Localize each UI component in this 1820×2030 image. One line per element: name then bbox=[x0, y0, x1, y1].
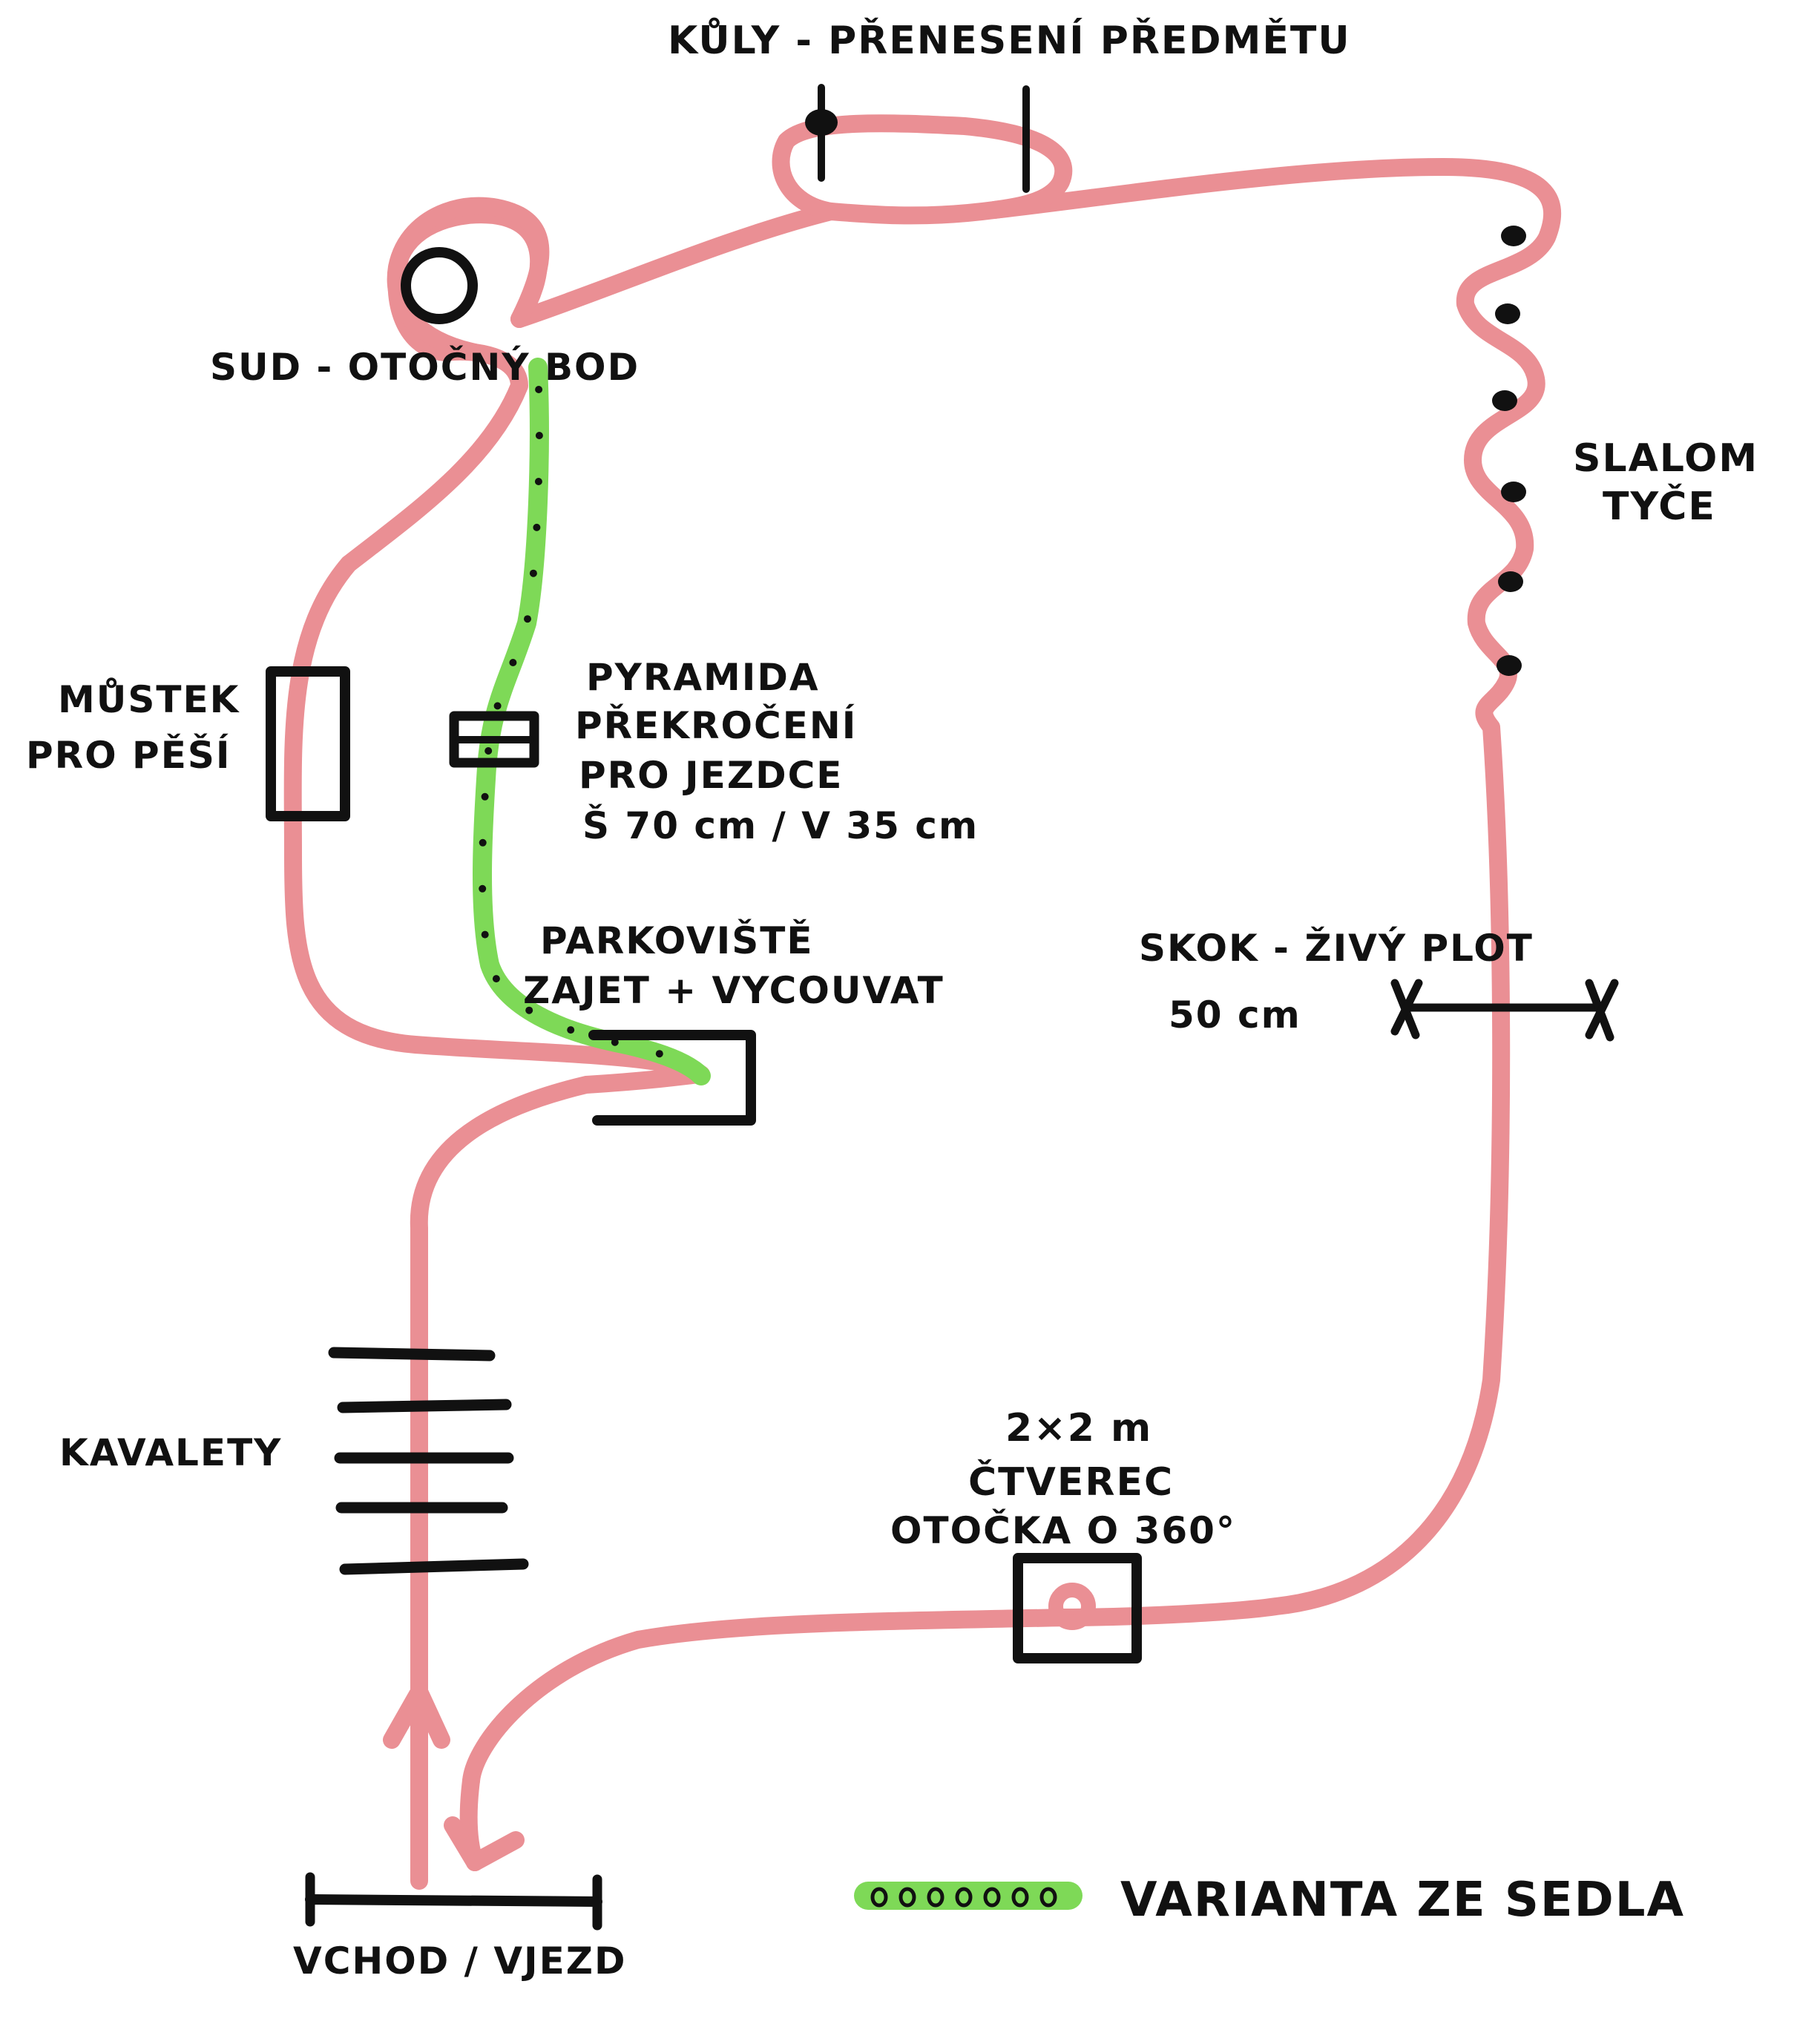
variant-dot bbox=[529, 569, 537, 577]
legend-dot bbox=[870, 1887, 888, 1908]
parking-box-icon bbox=[588, 1030, 756, 1126]
legend: VARIANTA ZE SEDLA bbox=[854, 1873, 1685, 1928]
variant-dot bbox=[535, 386, 543, 393]
label-pyramida-2: PŘEKROČENÍ bbox=[575, 703, 857, 747]
variant-dot bbox=[479, 884, 487, 893]
legend-dot bbox=[1039, 1887, 1057, 1908]
slalom-pole-icon bbox=[1495, 303, 1520, 324]
label-ctverec-1: 2×2 m bbox=[1005, 1406, 1152, 1451]
legend-label: VARIANTA ZE SEDLA bbox=[1120, 1873, 1685, 1928]
slalom-poles bbox=[1492, 226, 1526, 676]
label-ctverec-2: ČTVEREC bbox=[968, 1459, 1174, 1505]
label-skok-1: SKOK - ŽIVÝ PLOT bbox=[1139, 926, 1534, 970]
label-pyramida-4: Š 70 cm / V 35 cm bbox=[582, 804, 979, 847]
slalom-pole-icon bbox=[1501, 482, 1526, 502]
label-pyramida-1: PYRAMIDA bbox=[586, 656, 820, 699]
label-slalom-2: TYČE bbox=[1603, 483, 1716, 529]
hedge-jump-icon bbox=[1390, 979, 1619, 1042]
legend-dots bbox=[870, 1887, 1057, 1908]
variant-dot bbox=[481, 792, 489, 801]
legend-dot bbox=[898, 1887, 916, 1908]
arrow-up-icon bbox=[383, 1683, 450, 1749]
entrance-gate-icon bbox=[305, 1872, 602, 1931]
variant-dot bbox=[655, 1050, 663, 1058]
label-ctverec-3: OTOČKA O 360° bbox=[890, 1508, 1236, 1552]
slalom-pole-icon bbox=[1492, 390, 1517, 411]
label-kavalety: KAVALETY bbox=[59, 1431, 282, 1474]
label-skok-2: 50 cm bbox=[1169, 993, 1301, 1037]
variant-dots bbox=[479, 386, 663, 1058]
label-slalom-1: SLALOM bbox=[1573, 436, 1758, 481]
variant-dot bbox=[484, 747, 493, 755]
slalom-pole-icon bbox=[1501, 226, 1526, 246]
legend-dot bbox=[1011, 1887, 1029, 1908]
bridge-icon bbox=[266, 666, 350, 821]
variant-dot bbox=[533, 523, 541, 531]
variant-dot bbox=[534, 478, 542, 485]
turn-360-loop bbox=[1048, 1583, 1096, 1630]
variant-dot bbox=[535, 432, 543, 439]
pole-pair bbox=[805, 84, 1030, 193]
variant-dot bbox=[481, 930, 489, 939]
legend-dot bbox=[955, 1887, 973, 1908]
pyramid-icon bbox=[449, 711, 539, 768]
cavaletti-icon bbox=[328, 1347, 529, 1575]
variant-dot bbox=[492, 975, 500, 983]
label-parkoviste-2: ZAJET + VYCOUVAT bbox=[523, 969, 945, 1012]
route-loop-barrel bbox=[387, 197, 550, 361]
variant-dot bbox=[493, 702, 502, 710]
arrow-down-icon bbox=[444, 1816, 525, 1871]
variant-dot bbox=[509, 659, 517, 666]
barrel-icon bbox=[401, 247, 478, 324]
legend-dot bbox=[927, 1887, 945, 1908]
label-vchod: VCHOD / VJEZD bbox=[293, 1939, 627, 1983]
label-kuly: KŮLY - PŘENESENÍ PŘEDMĚTU bbox=[668, 18, 1351, 63]
variant-dot bbox=[611, 1038, 619, 1046]
pole-knob bbox=[805, 109, 838, 136]
route-loop-poles bbox=[772, 114, 1073, 220]
slalom-pole-icon bbox=[1497, 655, 1522, 676]
variant-dot bbox=[567, 1026, 575, 1034]
variant-dot bbox=[525, 1006, 533, 1014]
label-sud: SUD - OTOČNÝ BOD bbox=[210, 345, 640, 389]
main-route bbox=[283, 114, 1561, 1890]
label-parkoviste-1: PARKOVIŠTĚ bbox=[540, 919, 814, 962]
slalom-pole-icon bbox=[1498, 571, 1523, 592]
label-mustek-2: PRO PĚŠÍ bbox=[26, 733, 231, 777]
variant-route bbox=[473, 358, 711, 1085]
label-pyramida-3: PRO JEZDCE bbox=[579, 754, 843, 797]
square-box-icon bbox=[1013, 1553, 1142, 1663]
variant-dot bbox=[479, 838, 487, 847]
route-line-return bbox=[462, 1609, 1074, 1790]
variant-dot bbox=[524, 615, 531, 623]
legend-dot bbox=[983, 1887, 1001, 1908]
label-mustek-1: MŮSTEK bbox=[58, 677, 240, 721]
